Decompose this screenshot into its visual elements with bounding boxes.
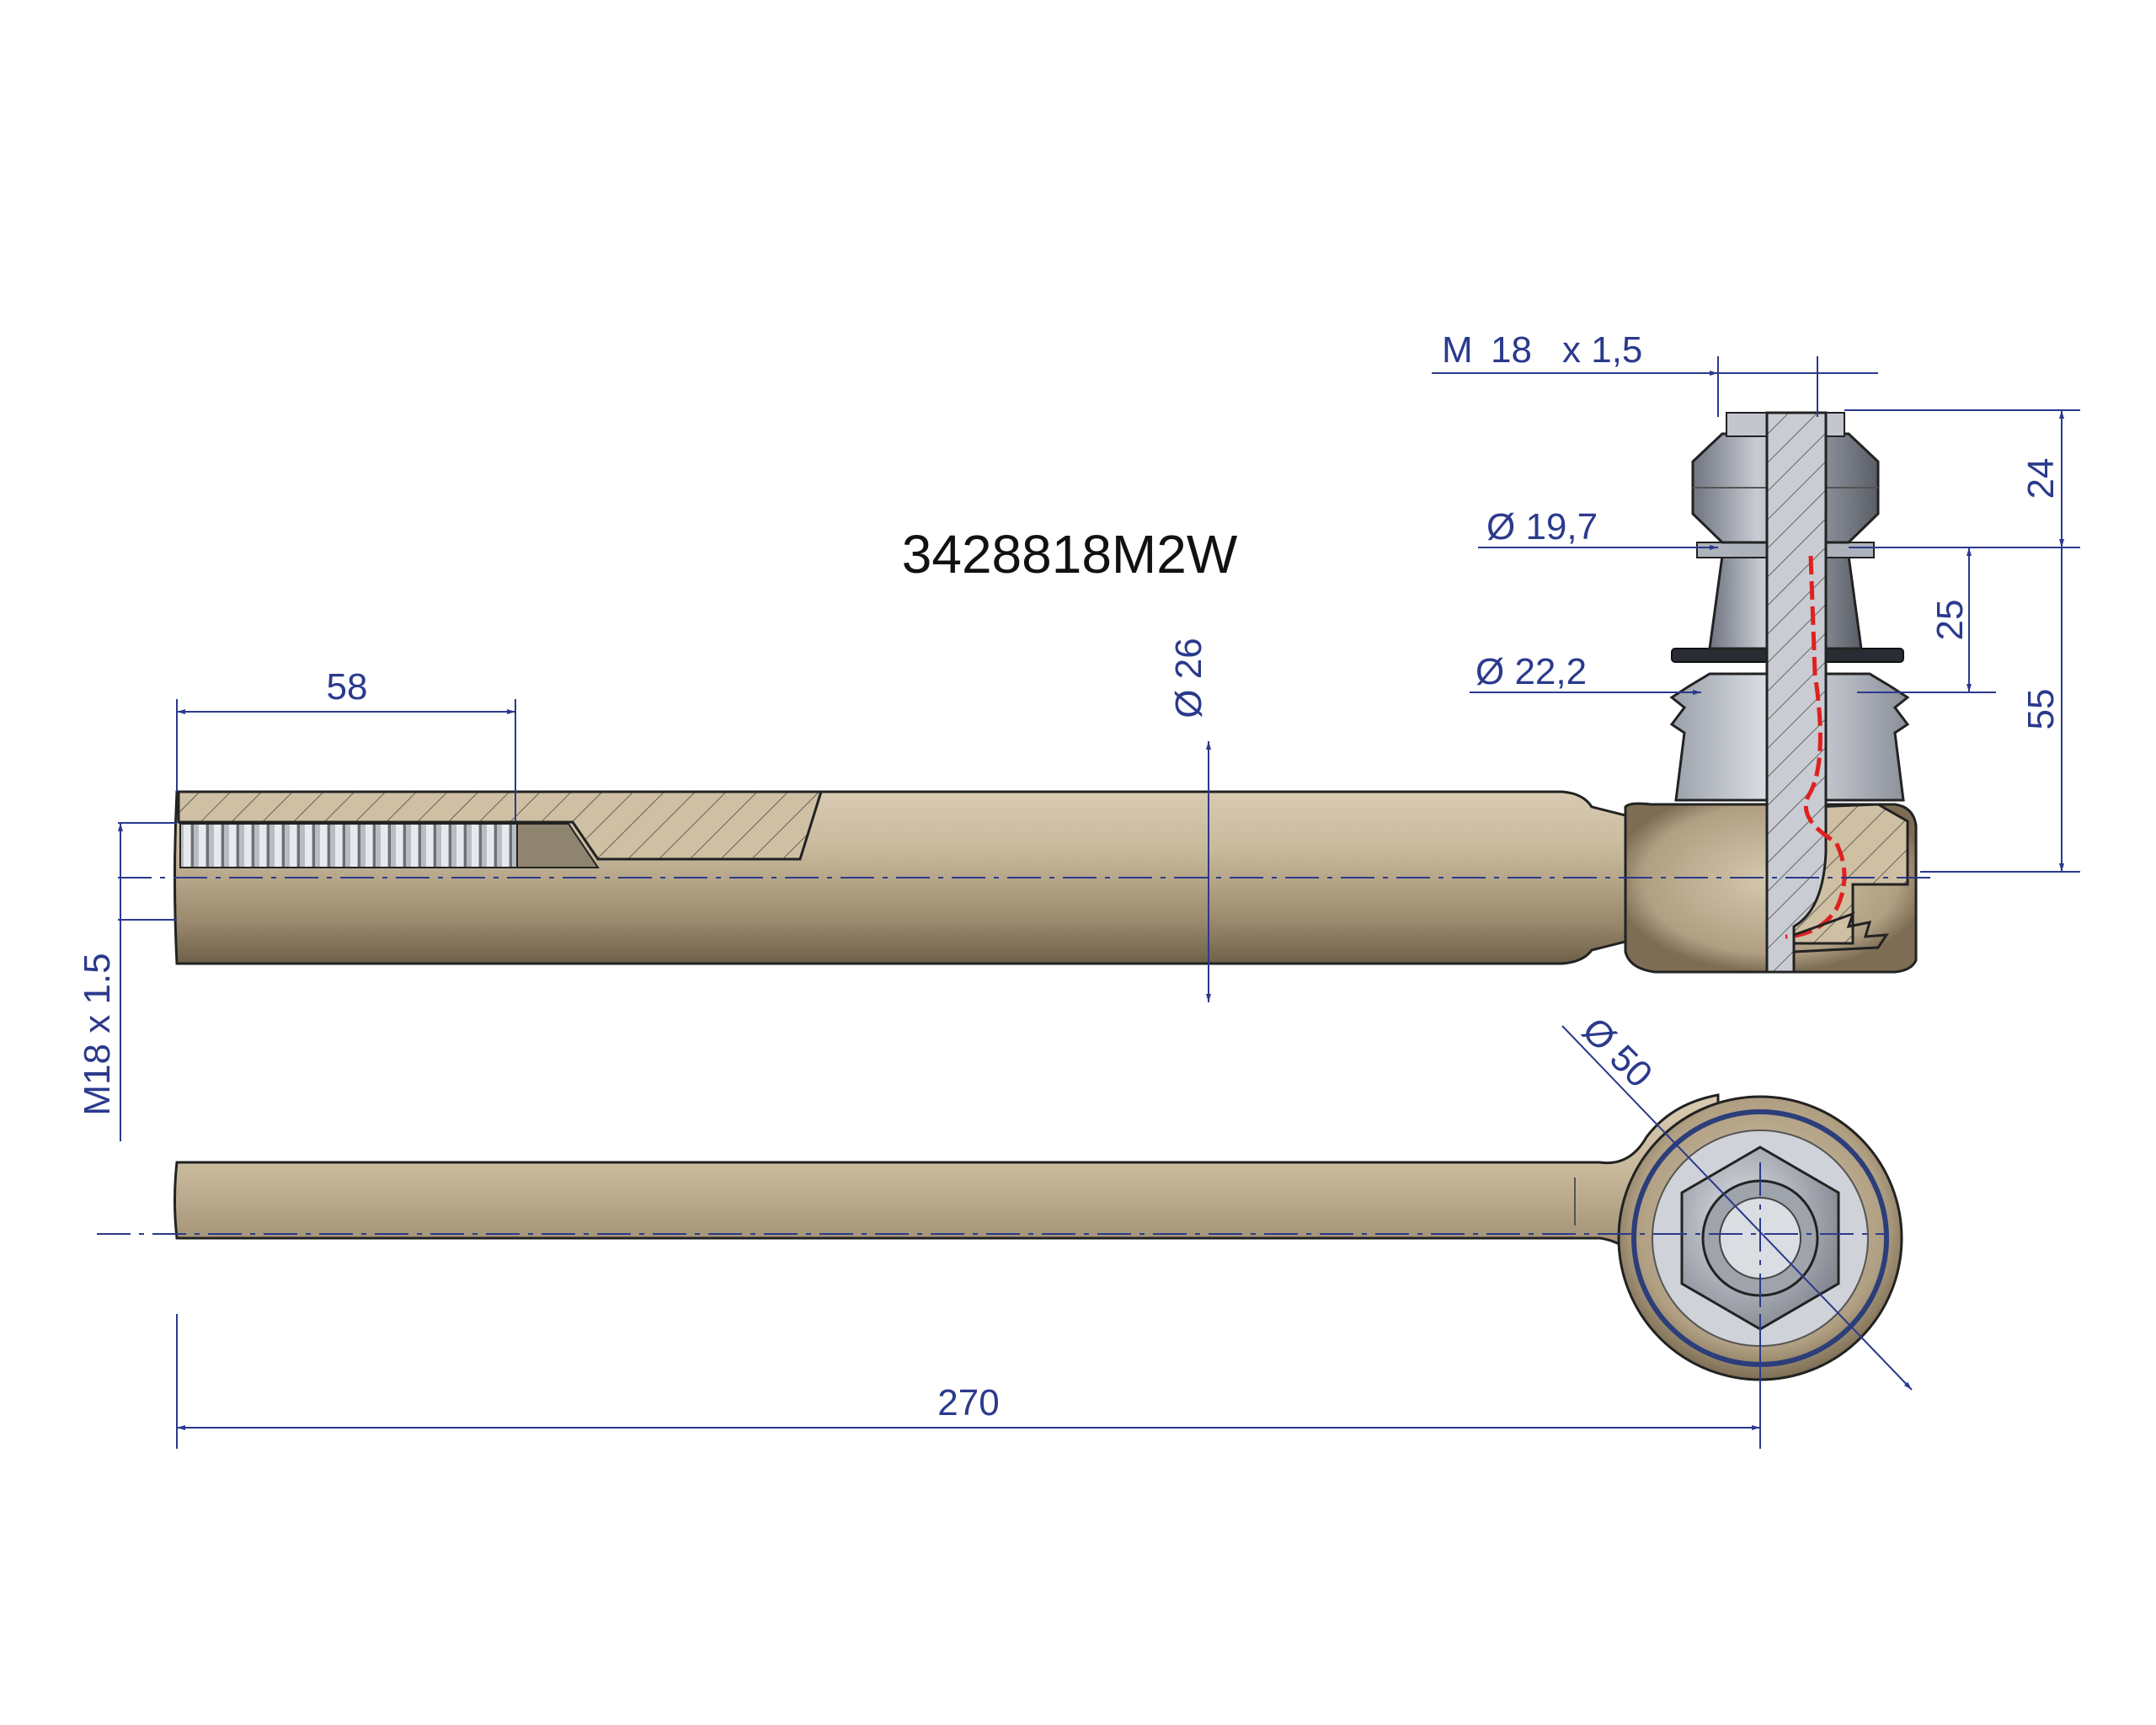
- dim-label-22-2: Ø 22,2: [1476, 651, 1587, 692]
- stud-section: [1765, 411, 1828, 974]
- dim-label-rod-diameter: Ø 26: [1168, 638, 1209, 718]
- dim-label-55: 55: [2020, 689, 2062, 730]
- plan-view: [173, 1093, 1903, 1381]
- dim-label-19-7: Ø 19,7: [1486, 506, 1598, 547]
- dim-label-25: 25: [1929, 600, 1971, 641]
- dim-label-stud-size: 18: [1491, 329, 1532, 371]
- dim-label-rod-thread: M18 x 1.5: [77, 953, 118, 1115]
- dim-label-stud-m: M: [1442, 329, 1473, 371]
- part-number-title: 3428818M2W: [902, 524, 1238, 585]
- dim-label-58: 58: [327, 666, 368, 708]
- dim-label-270: 270: [937, 1382, 999, 1423]
- rod-section-hatch: [177, 790, 824, 861]
- internal-thread: [179, 823, 518, 868]
- dim-label-24: 24: [2020, 458, 2062, 499]
- rod-body-plan: [173, 1093, 1720, 1316]
- dim-label-stud-pitch: x 1,5: [1562, 329, 1642, 371]
- bore-end: [516, 823, 600, 868]
- side-view: [173, 411, 1918, 974]
- spring-clip: [1792, 911, 1889, 953]
- dim-line-50: [1561, 1025, 1913, 1391]
- grease-path: [1785, 555, 1847, 939]
